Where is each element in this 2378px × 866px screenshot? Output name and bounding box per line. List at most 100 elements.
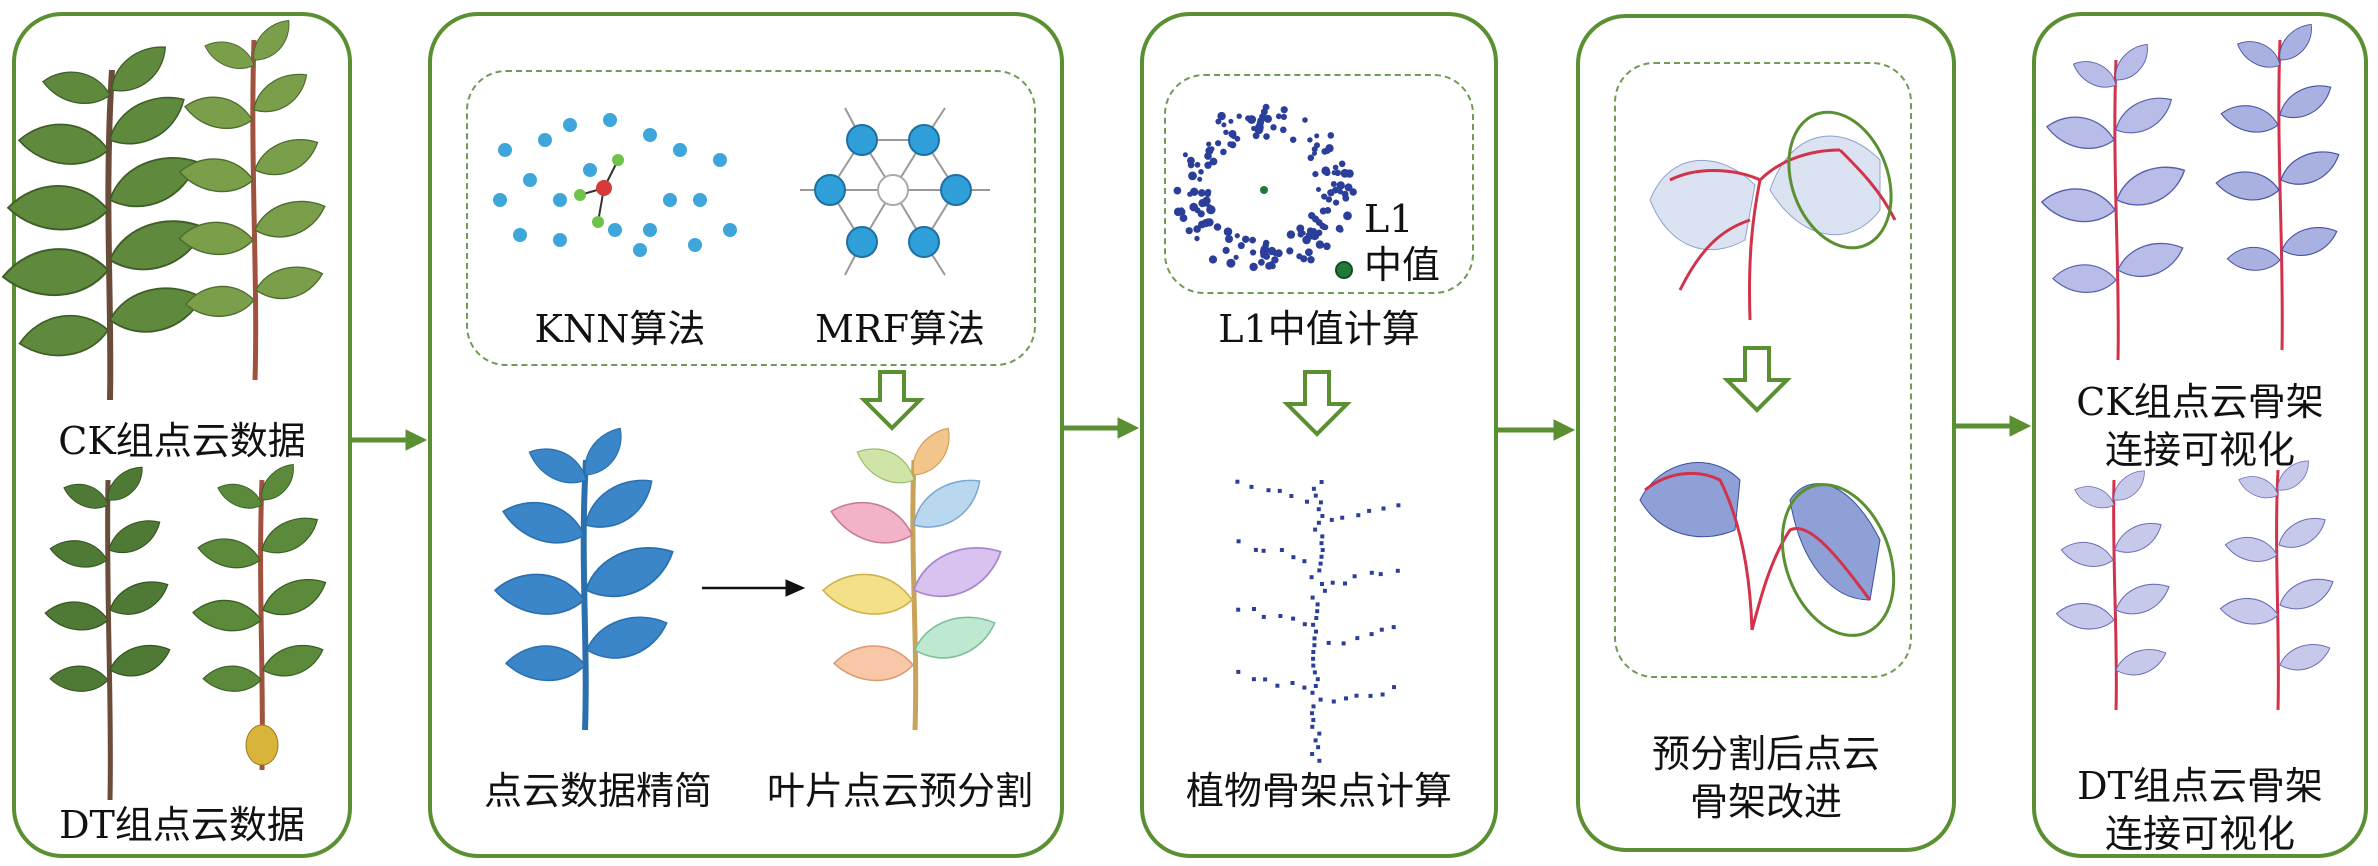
stem-skeleton-point xyxy=(1311,704,1316,709)
ring-point xyxy=(1342,194,1350,202)
mrf-diagram xyxy=(800,107,990,276)
branch-skeleton-point xyxy=(1279,548,1284,552)
down-arrow-improvement xyxy=(1722,346,1792,413)
branch-skeleton-point xyxy=(1253,547,1258,552)
ring-point xyxy=(1201,219,1210,228)
ring-point xyxy=(1257,117,1265,125)
ring-point xyxy=(1338,182,1345,189)
branch-skeleton-point xyxy=(1379,627,1384,632)
branch-skeleton-point xyxy=(1329,517,1334,522)
ring-point xyxy=(1259,247,1269,257)
improvement-label-line2: 骨架改进 xyxy=(1689,780,1842,824)
panel-skeleton-improvement xyxy=(1576,14,1956,852)
ring-point xyxy=(1190,187,1198,195)
l1-median-ring xyxy=(1173,103,1357,272)
ring-point xyxy=(1258,258,1265,266)
median-point xyxy=(1260,186,1268,194)
ring-point xyxy=(1226,258,1236,268)
stem-skeleton-point xyxy=(1311,656,1316,661)
ring-point xyxy=(1305,232,1313,239)
branch-skeleton-point xyxy=(1392,685,1396,690)
branch-skeleton-point xyxy=(1302,685,1307,690)
l1-legend-label: L1 xyxy=(1364,197,1414,241)
branch-skeleton-point xyxy=(1369,570,1374,575)
ring-point xyxy=(1197,176,1203,182)
skeleton-after xyxy=(1639,462,1896,637)
branch-skeleton-point xyxy=(1236,607,1241,612)
dt-data-label: DT组点云数据 xyxy=(59,803,305,847)
ring-point xyxy=(1215,118,1222,125)
ring-point xyxy=(1321,193,1328,200)
flow-arrows xyxy=(352,415,2032,451)
branch-skeleton-point xyxy=(1380,692,1385,697)
stem-skeleton-point xyxy=(1314,616,1319,620)
branch-skeleton-point xyxy=(1378,572,1383,577)
dt-visualization-line2: 连接可视化 xyxy=(2104,812,2295,856)
branch-skeleton-point xyxy=(1261,614,1266,619)
ring-point xyxy=(1296,224,1305,233)
stem-skeleton-point xyxy=(1320,534,1325,539)
branch-skeleton-point xyxy=(1278,614,1283,618)
ring-point xyxy=(1222,246,1230,254)
ring-point xyxy=(1198,199,1207,208)
stem-skeleton-point xyxy=(1315,602,1320,607)
ring-point xyxy=(1305,248,1313,257)
stem-skeleton-point xyxy=(1313,684,1318,688)
branch-skeleton-point xyxy=(1355,636,1360,641)
stem-skeleton-point xyxy=(1309,575,1314,580)
ring-point xyxy=(1204,152,1212,160)
ring-point xyxy=(1206,205,1216,215)
ring-point xyxy=(1334,169,1341,176)
l1-median-dashed-box xyxy=(1164,74,1474,294)
ring-point xyxy=(1198,169,1204,175)
branch-skeleton-point xyxy=(1277,488,1282,493)
l1-legend-dot xyxy=(1335,261,1353,279)
branch-skeleton-point xyxy=(1252,607,1256,611)
dt-plant-photo-2 xyxy=(190,459,332,771)
branch-skeleton-point xyxy=(1367,508,1372,513)
stem-skeleton-point xyxy=(1318,561,1323,566)
ring-point xyxy=(1307,154,1315,162)
panel-skeleton-extraction xyxy=(1140,12,1498,858)
ring-point xyxy=(1296,253,1303,260)
ring-point xyxy=(1182,152,1188,158)
ring-point xyxy=(1307,256,1315,264)
branch-skeleton-point xyxy=(1266,488,1271,493)
ring-point xyxy=(1332,186,1339,194)
ck-visualization-line1: CK组点云骨架 xyxy=(2076,380,2324,424)
ring-point xyxy=(1249,262,1258,272)
branch-skeleton-point xyxy=(1331,699,1336,704)
stem-skeleton-point xyxy=(1320,514,1325,518)
ring-point xyxy=(1194,235,1200,242)
ring-point xyxy=(1321,224,1327,231)
dt-plant-photo-1 xyxy=(42,461,174,801)
stem-skeleton-point xyxy=(1314,629,1318,634)
ring-point xyxy=(1185,227,1193,235)
simplified-point-cloud xyxy=(491,422,682,731)
ring-point xyxy=(1269,247,1276,255)
stem-skeleton-point xyxy=(1319,541,1324,546)
ck-skeleton-visualization-2 xyxy=(2213,19,2345,351)
branch-skeleton-point xyxy=(1263,677,1268,682)
ring-point xyxy=(1338,160,1346,168)
branch-skeleton-point xyxy=(1290,681,1295,685)
ring-point xyxy=(1213,223,1222,231)
ring-point xyxy=(1262,103,1270,111)
ring-point xyxy=(1327,132,1335,139)
stem-skeleton-point xyxy=(1311,622,1316,627)
stem-skeleton-point xyxy=(1311,663,1316,668)
improvement-label: 预分割后点云 骨架改进 xyxy=(1576,730,1956,826)
stem-skeleton-point xyxy=(1310,690,1315,695)
ring-point xyxy=(1337,189,1344,195)
stem-skeleton-point xyxy=(1311,718,1316,722)
simplify-arrow xyxy=(702,579,806,597)
ck-visualization-label: CK组点云骨架 连接可视化 xyxy=(2032,378,2368,474)
dt-visualization-label: DT组点云骨架 连接可视化 xyxy=(2032,762,2368,858)
ring-point xyxy=(1209,157,1218,166)
ring-point xyxy=(1343,211,1352,221)
ring-point xyxy=(1280,113,1287,120)
branch-skeleton-point xyxy=(1261,548,1266,553)
ring-point xyxy=(1237,242,1245,250)
branch-skeleton-point xyxy=(1391,625,1396,630)
